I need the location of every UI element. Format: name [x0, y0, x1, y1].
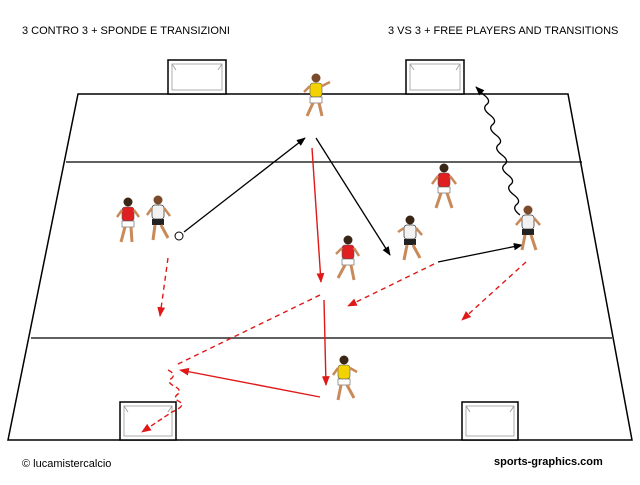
player-white-right	[515, 205, 541, 251]
goal-top-right	[405, 59, 465, 95]
pass-arrow-to-free-top	[183, 137, 306, 233]
red-dashed-white-center	[347, 263, 435, 307]
credit-left: © lucamistercalcio	[22, 458, 112, 470]
red-wavy-shot-left-goal	[141, 369, 183, 433]
credit-right: sports-graphics.com	[494, 456, 603, 468]
red-run-vertical-1	[311, 147, 325, 283]
player-red-center	[335, 235, 361, 281]
red-dashed-center	[175, 294, 321, 366]
pass-arrow-free-top-down	[315, 137, 391, 256]
pass-arrow-to-white-right	[437, 243, 523, 263]
goal-bottom-right	[461, 401, 519, 441]
red-pass-to-left	[179, 367, 321, 398]
player-white-center	[397, 215, 423, 261]
player-free-top	[303, 73, 331, 117]
pitch-outline	[7, 93, 633, 441]
player-red-left	[115, 197, 141, 243]
player-free-bottom	[331, 355, 358, 401]
goal-top-left	[167, 59, 227, 95]
goal-bottom-left	[119, 401, 177, 441]
red-dashed-right	[461, 261, 527, 321]
player-red-right	[431, 163, 457, 209]
title-english: 3 VS 3 + FREE PLAYERS AND TRANSITIONS	[388, 25, 619, 37]
ball	[174, 231, 184, 241]
dribble-arrow-top-right	[475, 86, 521, 216]
player-white-left	[145, 195, 171, 241]
title-italian: 3 CONTRO 3 + SPONDE E TRANSIZIONI	[22, 25, 230, 37]
red-run-vertical-2	[321, 299, 330, 386]
red-dashed-left-down	[157, 257, 169, 317]
